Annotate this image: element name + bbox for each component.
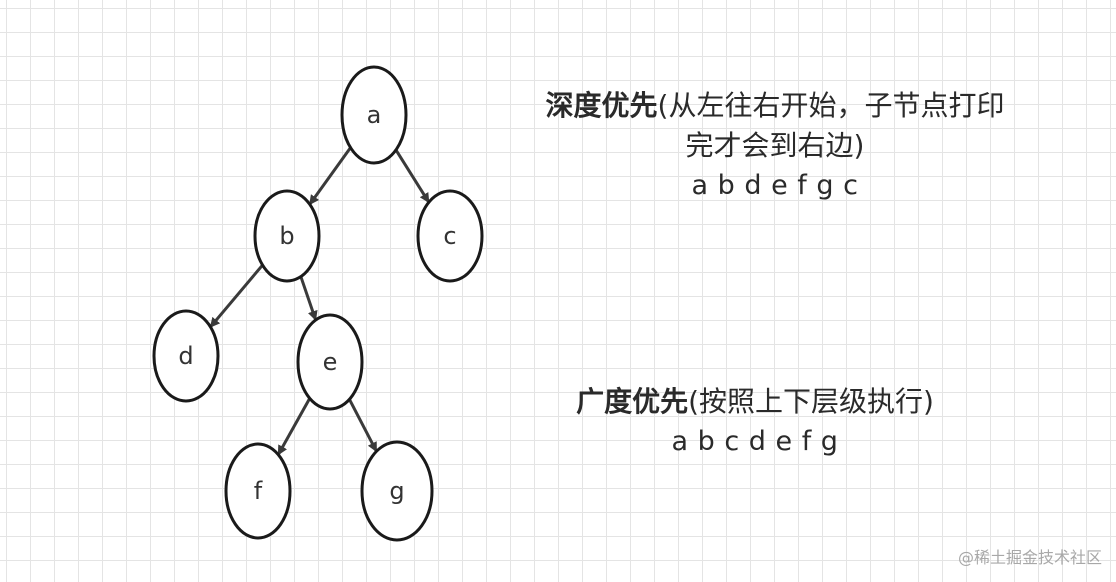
dfs-title-bold: 深度优先 [545, 89, 658, 122]
node-c-shape [416, 189, 484, 283]
bfs-title: 广度优先(按照上下层级执行) [520, 382, 990, 422]
dfs-title-line2: 完才会到右边) [685, 129, 865, 162]
nodes-layer: a b c d e f g [152, 65, 484, 542]
node-g: g [360, 440, 434, 542]
dfs-block: 深度优先(从左往右开始，子节点打印 完才会到右边) a b d e f g c [500, 86, 1050, 206]
node-e: e [296, 313, 364, 411]
edges-layer [209, 146, 431, 456]
edge-a-c [394, 149, 431, 204]
node-f-label: f [254, 477, 263, 505]
node-c-label: c [443, 222, 456, 250]
node-d-shape [152, 309, 220, 403]
node-d: d [152, 309, 220, 403]
edge-a-b [308, 146, 352, 206]
node-e-shape [296, 313, 364, 411]
bfs-sequence: a b c d e f g [671, 426, 839, 457]
bfs-title-bold: 广度优先 [576, 385, 689, 418]
node-d-label: d [178, 342, 193, 370]
node-f-shape [224, 442, 292, 540]
node-a-shape [340, 65, 408, 165]
dfs-title-line1: 深度优先(从左往右开始，子节点打印 [500, 86, 1050, 126]
node-g-label: g [389, 477, 404, 505]
node-e-label: e [323, 348, 338, 376]
node-b-label: b [279, 222, 294, 250]
dfs-title-rest: (从左往右开始，子节点打印 [657, 89, 1005, 122]
bfs-block: 广度优先(按照上下层级执行) a b c d e f g [520, 382, 990, 462]
watermark: @稀土掘金技术社区 [957, 548, 1102, 567]
dfs-sequence: a b d e f g c [691, 170, 859, 201]
node-f: f [224, 442, 292, 540]
edge-e-f [276, 397, 312, 456]
node-b-shape [253, 189, 321, 283]
node-g-shape [360, 440, 434, 542]
edge-e-g [348, 398, 378, 453]
node-a-label: a [367, 101, 382, 129]
edge-b-e [299, 276, 318, 321]
edge-b-d [209, 264, 264, 328]
node-a: a [340, 65, 408, 165]
bfs-title-rest: (按照上下层级执行) [688, 385, 934, 418]
node-b: b [253, 189, 321, 283]
node-c: c [416, 189, 484, 283]
